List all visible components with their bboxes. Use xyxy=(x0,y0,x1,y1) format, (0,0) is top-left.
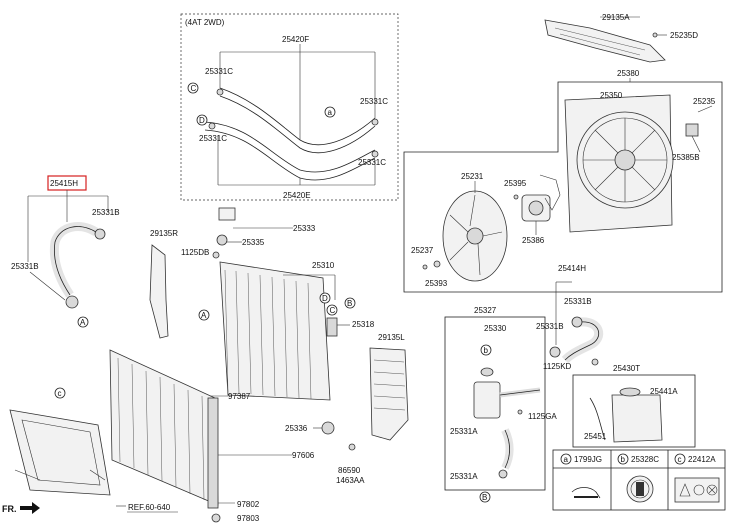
front-arrow-icon xyxy=(20,502,40,514)
label-25318: 25318 xyxy=(352,320,375,329)
front-carrier-group: c REF.60-640 FR. xyxy=(2,387,178,514)
warning-label-icon xyxy=(674,477,720,503)
label-29135R: 29135R xyxy=(150,229,178,238)
label-25393: 25393 xyxy=(425,279,448,288)
callout-b-circle xyxy=(480,344,492,356)
callout-c: c xyxy=(58,389,62,398)
label-25310: 25310 xyxy=(312,261,335,270)
radiator-group: 29135R 1125DB 25333 25335 25310 D C B A … xyxy=(149,207,375,435)
label-25235: 25235 xyxy=(693,97,716,106)
label-25327: 25327 xyxy=(474,306,497,315)
label-25331B-d: 25331B xyxy=(536,322,564,331)
air-guard-group: 29135A 25235D xyxy=(544,13,698,63)
label-ref-60-640: REF.60-640 xyxy=(128,503,171,512)
label-25331C-a: 25331C xyxy=(205,67,233,76)
label-25237: 25237 xyxy=(411,246,434,255)
legend-mark-b-circle xyxy=(617,453,629,465)
label-1463AA: 1463AA xyxy=(336,476,365,485)
lower-hose-group: 25414H 25331B 25331B 25327 25330 b 1125K… xyxy=(444,264,696,503)
label-25331A-a: 25331A xyxy=(450,427,478,436)
label-25331B-c: 25331B xyxy=(564,297,592,306)
callout-C-rad: C xyxy=(330,306,336,315)
label-29135L: 29135L xyxy=(378,333,405,342)
label-1125DB: 1125DB xyxy=(181,248,209,257)
label-25451: 25451 xyxy=(584,432,607,441)
label-25420E: 25420E xyxy=(283,191,311,200)
callout-B-rad-circle xyxy=(344,297,356,309)
legend-table: a 1799JG b 25328C c 22412A xyxy=(552,449,726,511)
condenser-group: 97387 97606 97802 97803 xyxy=(109,349,315,523)
callout-a: a xyxy=(328,108,333,117)
label-25231: 25231 xyxy=(461,172,484,181)
label-25350: 25350 xyxy=(600,91,623,100)
label-25331C-d: 25331C xyxy=(358,158,386,167)
callout-D: D xyxy=(199,116,205,125)
label-97606: 97606 xyxy=(292,451,315,460)
legend-mark-a-circle xyxy=(560,453,572,465)
side-air-guard-group: 29135L 86590 1463AA xyxy=(336,333,409,485)
label-25441A: 25441A xyxy=(650,387,678,396)
callout-D-rad-circle xyxy=(319,292,331,304)
label-25330: 25330 xyxy=(484,324,507,333)
label-25336: 25336 xyxy=(285,424,308,433)
label-25331C-c: 25331C xyxy=(199,134,227,143)
callout-c-circle xyxy=(54,387,66,399)
callout-C-rad-circle xyxy=(326,304,338,316)
upper-radiator-hose-group: 25415H 25331B 25331B A xyxy=(11,175,120,328)
legend-code-a: 1799JG xyxy=(574,455,602,464)
label-25380: 25380 xyxy=(617,69,640,78)
callout-b: b xyxy=(484,346,489,355)
fan-shroud-group: 25380 25350 25235 25385B 25231 25395 253… xyxy=(403,69,723,293)
callout-A-rad: A xyxy=(201,311,207,320)
legend-code-b: 25328C xyxy=(631,455,659,464)
label-25331B-b: 25331B xyxy=(11,262,39,271)
label-25430T: 25430T xyxy=(613,364,640,373)
callout-C-circle xyxy=(187,82,199,94)
oil-cooler-hose-group: (4AT 2WD) 25420F 25331C 25331C 25331C 25… xyxy=(180,13,399,201)
callout-B-low: B xyxy=(482,493,487,502)
clip-icon xyxy=(571,487,601,499)
callout-D-circle xyxy=(196,114,208,126)
label-25395: 25395 xyxy=(504,179,527,188)
callout-A-left-circle xyxy=(77,316,89,328)
legend-mark-b: b xyxy=(621,455,626,464)
label-1125KD: 1125KD xyxy=(543,362,572,371)
label-97803: 97803 xyxy=(237,514,260,523)
label-29135A: 29135A xyxy=(602,13,630,22)
label-25385B: 25385B xyxy=(672,153,700,162)
label-25331B-a: 25331B xyxy=(92,208,120,217)
label-1125GA: 1125GA xyxy=(528,412,557,421)
label-97802: 97802 xyxy=(237,500,260,509)
callout-C: C xyxy=(191,84,197,93)
legend-mark-a: a xyxy=(564,455,569,464)
label-fr: FR. xyxy=(2,504,17,514)
label-97387: 97387 xyxy=(228,392,251,401)
callout-D-rad: D xyxy=(322,294,328,303)
callout-A-left: A xyxy=(80,318,86,327)
legend-mark-c-circle xyxy=(674,453,686,465)
label-25414H: 25414H xyxy=(558,264,586,273)
label-25335: 25335 xyxy=(242,238,265,247)
label-25235D: 25235D xyxy=(670,31,698,40)
legend-mark-c: c xyxy=(678,455,682,464)
label-25331C-b: 25331C xyxy=(360,97,388,106)
label-25331A-b: 25331A xyxy=(450,472,478,481)
label-25333: 25333 xyxy=(293,224,316,233)
callout-B-rad: B xyxy=(347,299,352,308)
cap-icon xyxy=(626,475,654,503)
callout-A-rad-circle xyxy=(198,309,210,321)
callout-B-low-circle xyxy=(479,491,491,503)
variant-box-title: (4AT 2WD) xyxy=(185,18,225,27)
label-86590: 86590 xyxy=(338,466,361,475)
legend-code-c: 22412A xyxy=(688,455,716,464)
label-25420F: 25420F xyxy=(282,35,309,44)
label-25386: 25386 xyxy=(522,236,545,245)
callout-a-circle xyxy=(324,106,336,118)
label-25415H: 25415H xyxy=(50,179,78,188)
